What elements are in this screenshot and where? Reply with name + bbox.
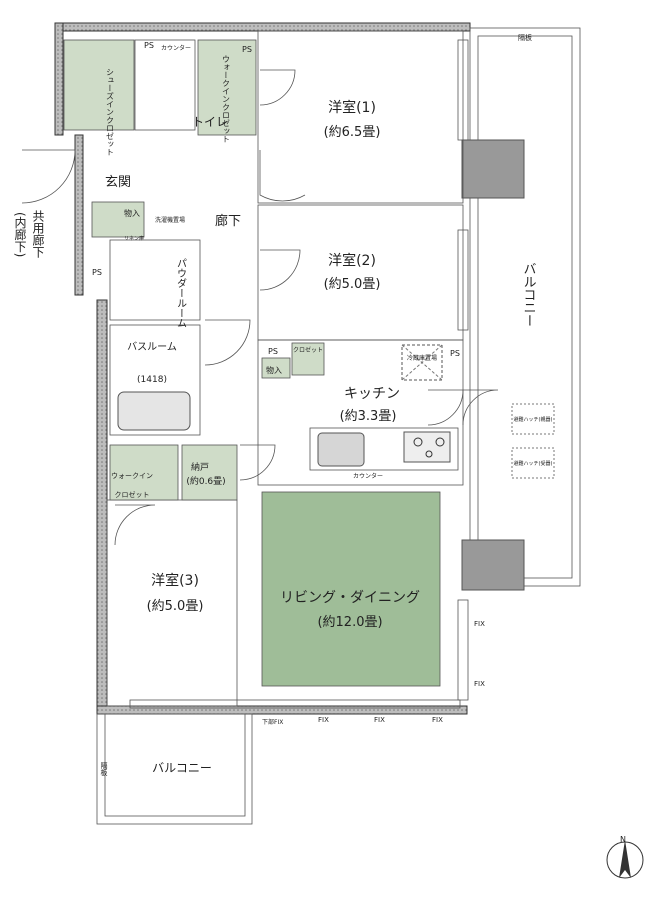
kitchen-size: (約3.3畳) bbox=[340, 409, 397, 424]
room-toilet bbox=[134, 39, 196, 131]
door-swing bbox=[427, 389, 464, 426]
door-swing bbox=[259, 249, 301, 291]
fix-label: FIX bbox=[318, 716, 329, 724]
door-swing bbox=[204, 319, 251, 366]
storage-label: 物入 bbox=[124, 208, 140, 218]
outer-wall-top bbox=[54, 22, 471, 32]
evac-hatch-up bbox=[511, 403, 555, 435]
kitchen-counter bbox=[309, 427, 459, 471]
evac-hatch-down-label: 避難ハッチ(受器) bbox=[514, 460, 553, 467]
toilet-label: トイレ bbox=[192, 115, 228, 129]
balcony-right-label: バルコニー bbox=[521, 262, 537, 327]
corridor-label: 廊下 bbox=[215, 213, 241, 229]
outer-wall-left-lower bbox=[96, 299, 108, 711]
door-swing bbox=[259, 150, 306, 202]
western2-size: (約5.0畳) bbox=[324, 277, 381, 292]
fix-label: FIX bbox=[474, 680, 485, 688]
outer-wall-left-top bbox=[54, 22, 64, 136]
door-swing bbox=[21, 149, 76, 204]
nando-name: 納戸 bbox=[191, 461, 209, 473]
living-name: リビング・ダイニング bbox=[280, 590, 420, 606]
storage-entry bbox=[91, 201, 145, 238]
door-swing bbox=[462, 389, 499, 426]
column-top bbox=[461, 139, 525, 199]
closet-label: クロゼット bbox=[293, 346, 323, 354]
walkin-closet-top bbox=[197, 39, 257, 136]
nando-size: (約0.6畳) bbox=[186, 475, 225, 487]
ps-label: PS bbox=[242, 45, 252, 54]
balcony-bottom-inner bbox=[104, 713, 246, 817]
room-powder bbox=[109, 239, 201, 321]
room-bath bbox=[109, 324, 201, 436]
room-kitchen-area bbox=[257, 339, 464, 486]
evac-hatch-down bbox=[511, 447, 555, 479]
fridge-label: 冷蔵庫置場 bbox=[407, 354, 437, 362]
window-right bbox=[457, 229, 469, 331]
living-size: (約12.0畳) bbox=[317, 615, 382, 630]
window-right bbox=[457, 39, 469, 141]
western2-name: 洋室(2) bbox=[328, 252, 376, 269]
ps-label: PS bbox=[268, 347, 278, 356]
shoes-closet bbox=[63, 39, 135, 131]
column-bottom bbox=[461, 539, 525, 591]
bath-name: バスルーム bbox=[127, 341, 177, 353]
nando-storage bbox=[181, 444, 238, 501]
living-dining bbox=[261, 491, 441, 687]
balcony-right bbox=[469, 27, 581, 587]
ps-label: PS bbox=[144, 41, 154, 50]
storage-label: 物入 bbox=[266, 365, 282, 375]
western3-size: (約5.0畳) bbox=[147, 599, 204, 614]
partition-label: 隔板 bbox=[518, 33, 532, 42]
shoes-closet-label: シューズインクロゼット bbox=[106, 68, 115, 156]
bathtub bbox=[117, 391, 191, 431]
powder-label: パウダールーム bbox=[175, 258, 187, 328]
north-arrow-icon bbox=[619, 840, 631, 878]
evac-hatch-up-label: 避難ハッチ(親器) bbox=[514, 416, 553, 423]
fix-label: FIX bbox=[374, 716, 385, 724]
door-swing bbox=[114, 504, 156, 546]
western1-name: 洋室(1) bbox=[328, 99, 376, 116]
door-swing bbox=[259, 69, 296, 106]
burner-icon bbox=[413, 437, 423, 447]
burner-icon bbox=[435, 437, 445, 447]
walkin-label: ウォークイン bbox=[111, 472, 153, 480]
western3-name: 洋室(3) bbox=[151, 572, 199, 589]
inner-corridor-label: (内廊下) bbox=[13, 212, 27, 257]
kitchen-sink bbox=[317, 432, 365, 467]
burner-icon bbox=[425, 450, 433, 458]
closet-kitchen bbox=[291, 342, 325, 376]
storage-kitchen bbox=[261, 357, 291, 379]
kitchen-name: キッチン bbox=[344, 386, 400, 402]
linen-label: リネン庫 bbox=[124, 235, 144, 242]
fix-label: FIX bbox=[432, 716, 443, 724]
ps-label: PS bbox=[92, 268, 102, 277]
outer-wall-bottom bbox=[96, 705, 468, 715]
room-western2 bbox=[257, 204, 464, 341]
walkin-closet-w3 bbox=[109, 444, 179, 501]
bath-size: (1418) bbox=[137, 375, 167, 385]
window-right bbox=[457, 599, 469, 701]
window-bottom bbox=[129, 699, 461, 709]
door-swing bbox=[239, 444, 276, 481]
washer-label: 洗濯機置場 bbox=[155, 216, 185, 224]
north-label: N bbox=[620, 835, 626, 844]
stove bbox=[403, 431, 451, 463]
fix-label: FIX bbox=[474, 620, 485, 628]
walkin-top-label: ウォークインクロゼット bbox=[222, 55, 231, 143]
room-western1 bbox=[257, 30, 464, 204]
western1-size: (約6.5畳) bbox=[324, 125, 381, 140]
balcony-right-inner bbox=[477, 35, 573, 579]
balcony-bottom-label: バルコニー bbox=[152, 761, 212, 775]
lower-fix-label: 下部FIX bbox=[262, 718, 283, 726]
outer-wall-left-entry bbox=[74, 134, 84, 296]
ps-label: PS bbox=[450, 349, 460, 358]
counter-label: カウンター bbox=[161, 44, 191, 52]
common-corridor-label: 共用廊下 bbox=[31, 210, 45, 258]
closet-label: クロゼット bbox=[115, 490, 150, 499]
fridge-space bbox=[401, 344, 443, 381]
counter-label: カウンター bbox=[353, 472, 383, 480]
entrance-label: 玄関 bbox=[105, 175, 131, 190]
partition-label: 隔板 bbox=[100, 761, 108, 777]
